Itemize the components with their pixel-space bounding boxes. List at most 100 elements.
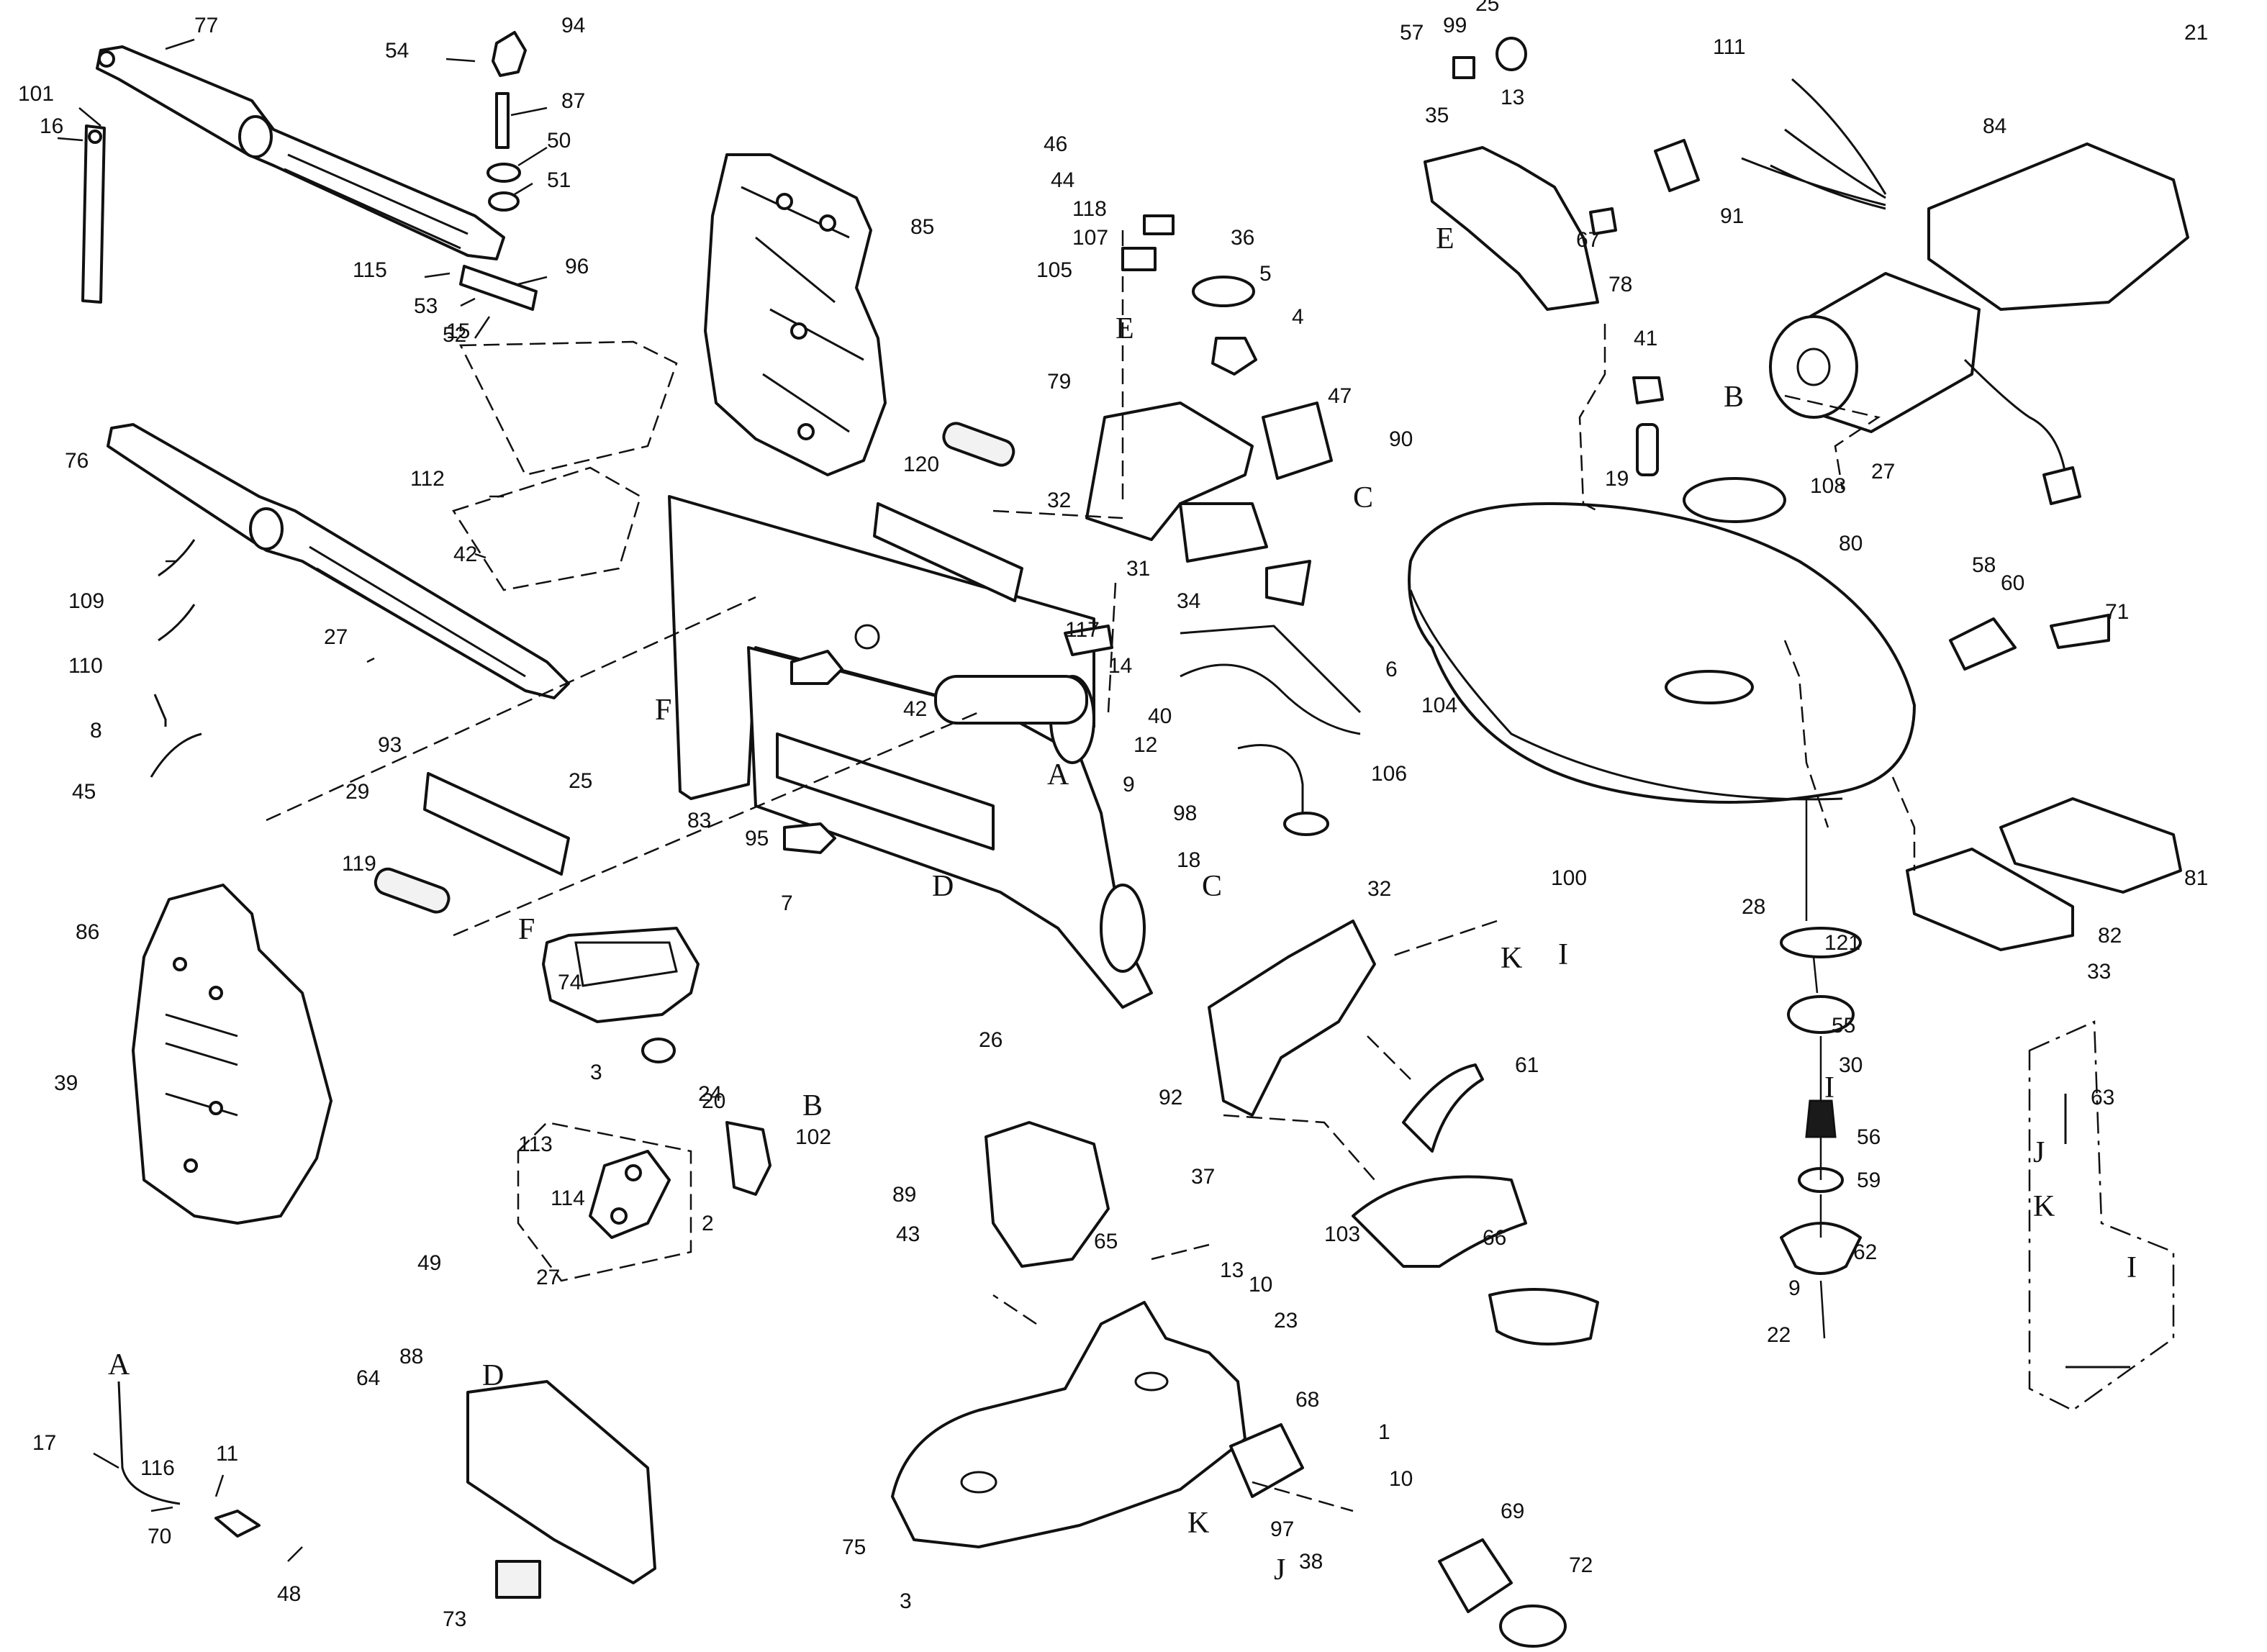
power-cord (1963, 358, 2067, 476)
part-number-label: 73 (443, 1607, 466, 1631)
table-insert (1683, 477, 1786, 523)
part-number-label: 19 (1605, 467, 1629, 491)
part-number-label: 79 (1047, 370, 1071, 394)
part-number-label: 104 (1421, 694, 1457, 717)
switch-plate (1121, 247, 1157, 271)
part-number-label: 23 (1274, 1309, 1298, 1333)
part-number-label: 42 (903, 697, 927, 721)
part-number-label: 25 (569, 769, 592, 793)
part-number-label: 34 (1177, 589, 1200, 613)
reference-letter-label: A (1047, 758, 1069, 791)
part-number-label: 20 (702, 1089, 725, 1113)
table-bolt (1636, 423, 1659, 476)
part-number-label: 89 (892, 1183, 916, 1207)
part-number-label: 10 (1389, 1467, 1413, 1491)
reference-letter-label: A (108, 1348, 130, 1381)
arm-link (81, 124, 106, 304)
part-number-label: 5 (1259, 262, 1272, 286)
clamp (214, 1510, 261, 1538)
part-number-label: 85 (910, 215, 934, 239)
dust-cover (542, 927, 700, 1023)
part-number-label: 60 (2001, 571, 2024, 595)
part-number-label: 15 (446, 319, 470, 343)
reference-letter-label: I (2127, 1251, 2137, 1284)
lower-blade-holder (1780, 1222, 1862, 1275)
reference-letter-label: K (1187, 1507, 1209, 1540)
part-number-label: 40 (1148, 704, 1172, 728)
part-number-label: 27 (324, 625, 348, 649)
frame-brace (776, 732, 995, 850)
reference-letter-label: B (802, 1089, 823, 1122)
part-number-label: 108 (1810, 474, 1846, 498)
base (891, 1301, 1246, 1548)
part-number-label: 70 (148, 1525, 171, 1548)
part-number-label: 62 (1853, 1240, 1877, 1264)
label-band (1488, 1288, 1599, 1345)
part-number-label: 22 (1767, 1323, 1791, 1347)
left-side-cover (132, 884, 332, 1225)
tilt-lock-ring (1229, 1423, 1304, 1498)
part-number-label: 87 (561, 89, 585, 113)
reference-letter-label: F (655, 694, 671, 727)
part-number-label: 68 (1295, 1388, 1319, 1412)
part-number-label: 17 (32, 1431, 56, 1455)
part-number-label: 51 (547, 168, 571, 192)
part-number-label: 81 (2184, 866, 2208, 890)
reference-letter-label: F (518, 913, 535, 946)
part-number-label: 42 (453, 543, 477, 566)
part-number-label: 12 (1134, 733, 1157, 757)
tie (158, 604, 196, 642)
part-number-label: 99 (1443, 14, 1467, 37)
part-number-label: 78 (1608, 273, 1632, 296)
rubber-foot (641, 1038, 676, 1063)
part-number-label: 6 (1385, 658, 1398, 681)
part-number-label: 111 (1713, 35, 1746, 59)
mount-plate (1906, 848, 2074, 951)
part-number-label: 95 (745, 827, 769, 850)
tilt-lock-knob (1438, 1538, 1513, 1613)
tie (158, 539, 196, 577)
side-panel (466, 1380, 656, 1584)
part-number-label: 54 (385, 39, 409, 63)
rear-cover (1999, 797, 2182, 894)
part-number-label: 24 (698, 1082, 722, 1106)
reference-letter-label: K (2033, 1190, 2055, 1223)
reference-letter-label: D (482, 1359, 504, 1392)
part-number-label: 97 (1270, 1517, 1294, 1541)
part-number-label: 26 (979, 1028, 1003, 1052)
part-number-label: 56 (1857, 1125, 1881, 1149)
speed-knob (1192, 276, 1255, 307)
worktable (1408, 477, 1916, 804)
hold-down-clip (1064, 625, 1113, 656)
blade-guard (1949, 617, 2017, 671)
reference-letter-label: C (1353, 481, 1373, 514)
bevel-scale (1352, 1175, 1527, 1268)
part-number-label: 7 (781, 891, 793, 915)
motor (1769, 272, 1981, 433)
motor-leads (1741, 78, 1887, 210)
part-number-label: 1 (1378, 1420, 1390, 1444)
part-number-label: 21 (2184, 21, 2208, 45)
part-number-label: 16 (40, 114, 63, 138)
part-number-label: 119 (342, 852, 376, 876)
part-number-label: 61 (1515, 1053, 1539, 1077)
left-rail (423, 772, 570, 876)
switch-guard (1654, 139, 1700, 192)
label-strip (374, 867, 451, 914)
part-number-label: 65 (1094, 1230, 1118, 1253)
reference-letter-label: B (1724, 381, 1744, 414)
part-number-label: 3 (900, 1589, 912, 1613)
switch-box (1262, 401, 1333, 480)
part-number-label: 3 (590, 1061, 602, 1084)
part-number-label: 48 (277, 1582, 301, 1606)
label-strip (942, 422, 1015, 467)
reference-letter-label: K (1501, 942, 1522, 975)
part-number-label: 118 (1072, 197, 1107, 221)
part-number-label: 45 (72, 780, 96, 804)
part-number-label: 76 (65, 449, 89, 473)
main-frame (668, 495, 1153, 1009)
blade-holder (459, 265, 538, 311)
part-number-label: 30 (1839, 1053, 1863, 1077)
part-number-label: 32 (1367, 877, 1391, 901)
